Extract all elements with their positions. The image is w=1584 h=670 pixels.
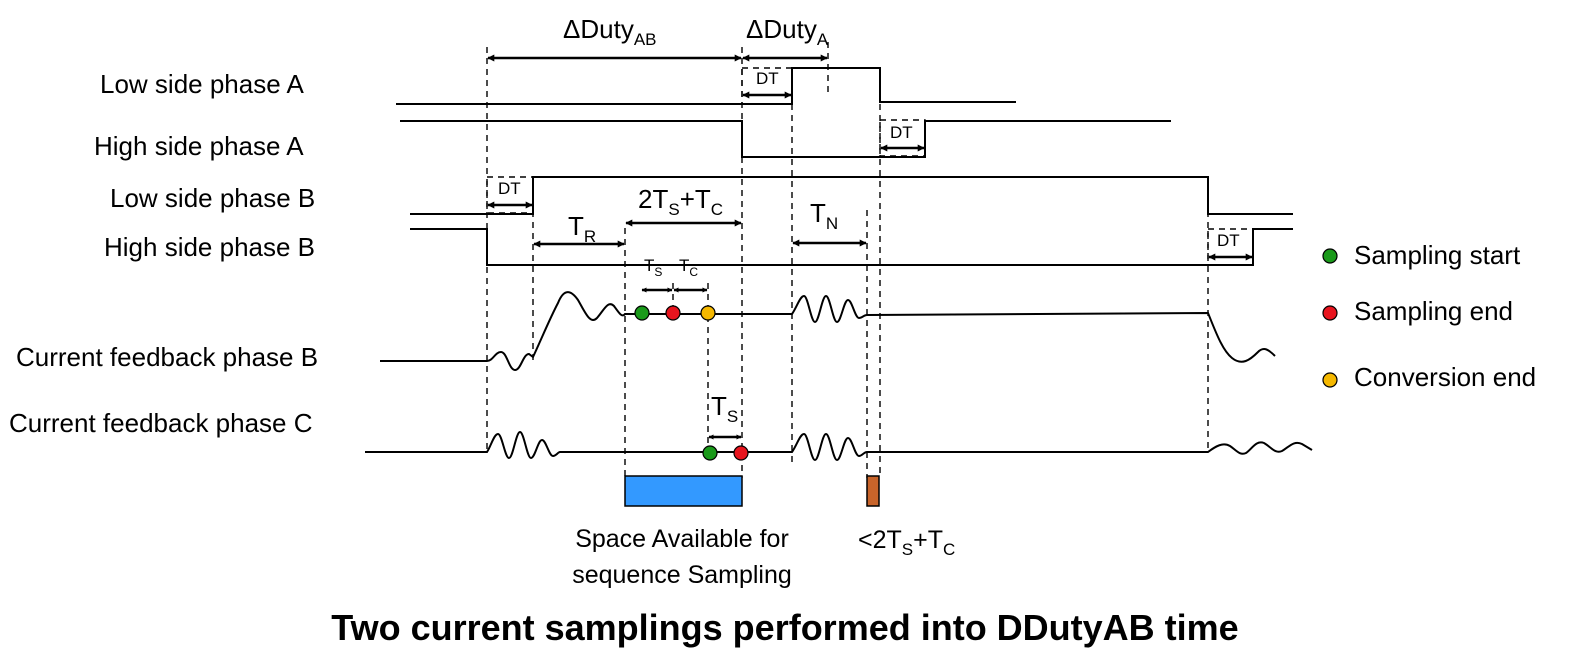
caption-less-than-2ts-tc: <2TS+TC [858, 526, 955, 559]
available-sampling-window [624, 475, 743, 507]
label-t-n: TN [810, 198, 838, 233]
label-delta-duty-a: ΔDutyA [746, 14, 829, 49]
label-dead-time: DT [1217, 231, 1240, 250]
signal-label-high-side-phase-b: High side phase B [104, 232, 315, 262]
sampling-start-marker [702, 445, 718, 461]
signal-label-current-feedback-phase-b: Current feedback phase B [16, 342, 318, 372]
label-dead-time: DT [890, 123, 913, 142]
short-sampling-window [866, 475, 880, 507]
label-2ts-tc: 2TS+TC [638, 184, 723, 219]
signal-label-current-feedback-phase-c: Current feedback phase C [9, 408, 313, 438]
caption-available-line2: sequence Sampling [572, 561, 792, 589]
timing-arrows [487, 54, 1253, 440]
label-t-c-phase-b: TC [679, 256, 698, 279]
legend-sampling-end-icon [1322, 305, 1338, 321]
legend-sampling-start-icon [1322, 248, 1338, 264]
legend-conversion-end-label: Conversion end [1354, 362, 1536, 392]
label-t-r: TR [568, 211, 596, 246]
dashed-guides [486, 42, 1254, 478]
sampling-end-marker [733, 445, 749, 461]
waveform-low-side-phase-a [396, 67, 1016, 105]
dead-time-boxes [486, 67, 1254, 266]
legend-sampling-end-label: Sampling end [1354, 296, 1513, 326]
waveform-current-feedback-phase-b [380, 291, 1276, 372]
signal-label-high-side-phase-a: High side phase A [94, 131, 304, 161]
signal-label-low-side-phase-b: Low side phase B [110, 183, 315, 213]
label-t-s-phase-c: TS [711, 391, 738, 426]
label-t-s-phase-b: TS [644, 256, 662, 279]
waveform-high-side-phase-a [400, 120, 1171, 158]
legend-sampling-start-label: Sampling start [1354, 240, 1521, 270]
waveform-low-side-phase-b [410, 176, 1293, 215]
caption-available-line1: Space Available for [575, 525, 789, 553]
legend-conversion-end-icon [1322, 372, 1338, 388]
conversion-end-marker [700, 305, 716, 321]
label-dead-time: DT [498, 179, 521, 198]
label-delta-duty-ab: ΔDutyAB [563, 14, 657, 49]
label-dead-time: DT [756, 69, 779, 88]
sampling-start-marker [634, 305, 650, 321]
signal-label-low-side-phase-a: Low side phase A [100, 69, 304, 99]
sampling-end-marker [665, 305, 681, 321]
waveform-current-feedback-phase-c [365, 430, 1313, 462]
legend: Sampling start Sampling end Conversion e… [1322, 240, 1536, 392]
diagram-title: Two current samplings performed into DDu… [331, 607, 1238, 648]
waveform-high-side-phase-b [410, 228, 1293, 266]
